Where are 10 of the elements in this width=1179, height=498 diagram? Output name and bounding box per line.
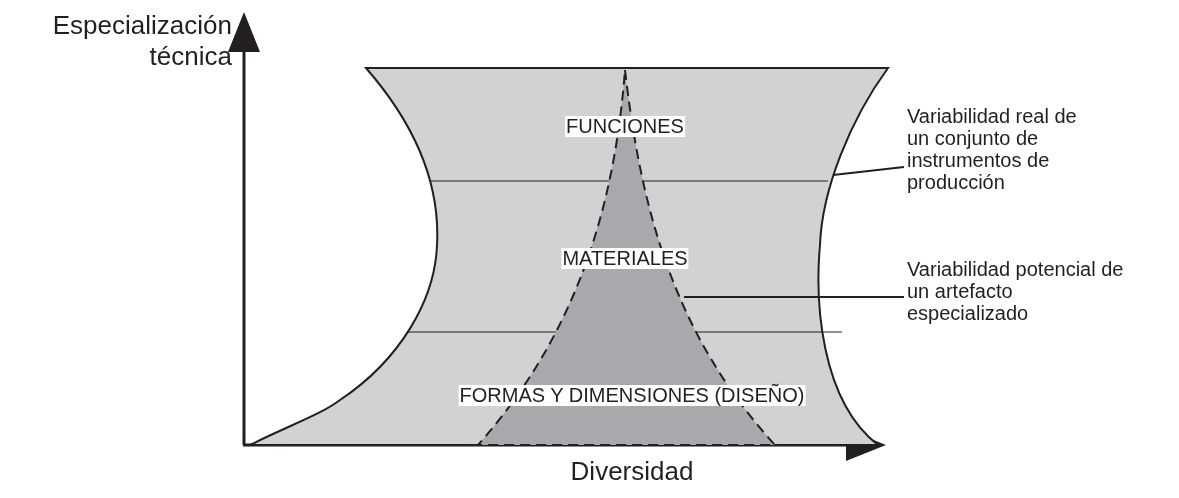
axis-title: Diversidad [570, 456, 694, 487]
leader-line [683, 296, 905, 298]
axis-title: Especialización técnica [51, 10, 232, 72]
band-label: FUNCIONES [565, 116, 685, 137]
hourglass-shape [249, 67, 889, 446]
callout-text: Variabilidad potencial de un artefacto especializado [907, 258, 1135, 324]
leader-line [832, 166, 905, 176]
band-label: MATERIALES [561, 248, 689, 269]
callout-text: Variabilidad real de un conjunto de instrumentos de producción [907, 105, 1077, 193]
band-label: FORMAS Y DIMENSIONES (DISEÑO) [458, 385, 806, 406]
